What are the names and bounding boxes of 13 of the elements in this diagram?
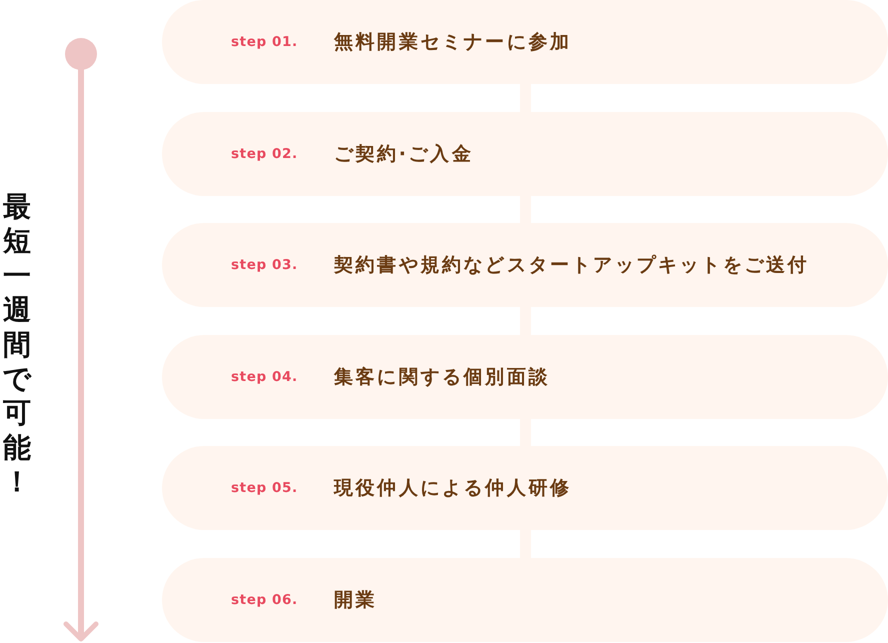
step-title: 現役仲人による仲人研修 (334, 476, 572, 501)
step-number: step 05. (231, 480, 299, 496)
step-title: 開業 (334, 588, 378, 613)
step-title: 集客に関する個別面談 (334, 365, 550, 390)
step-title: ご契約·ご入金 (334, 142, 474, 167)
step-number: step 01. (231, 34, 299, 50)
step-number: step 04. (231, 369, 299, 385)
step-number: step 06. (231, 592, 299, 608)
step-number: step 03. (231, 257, 299, 273)
step-title: 無料開業セミナーに参加 (334, 30, 572, 55)
step-title: 契約書や規約などスタートアップキットをご送付 (334, 253, 810, 278)
step-number: step 02. (231, 146, 299, 162)
vertical-caption: 最短一週間で可能！ (2, 190, 32, 500)
